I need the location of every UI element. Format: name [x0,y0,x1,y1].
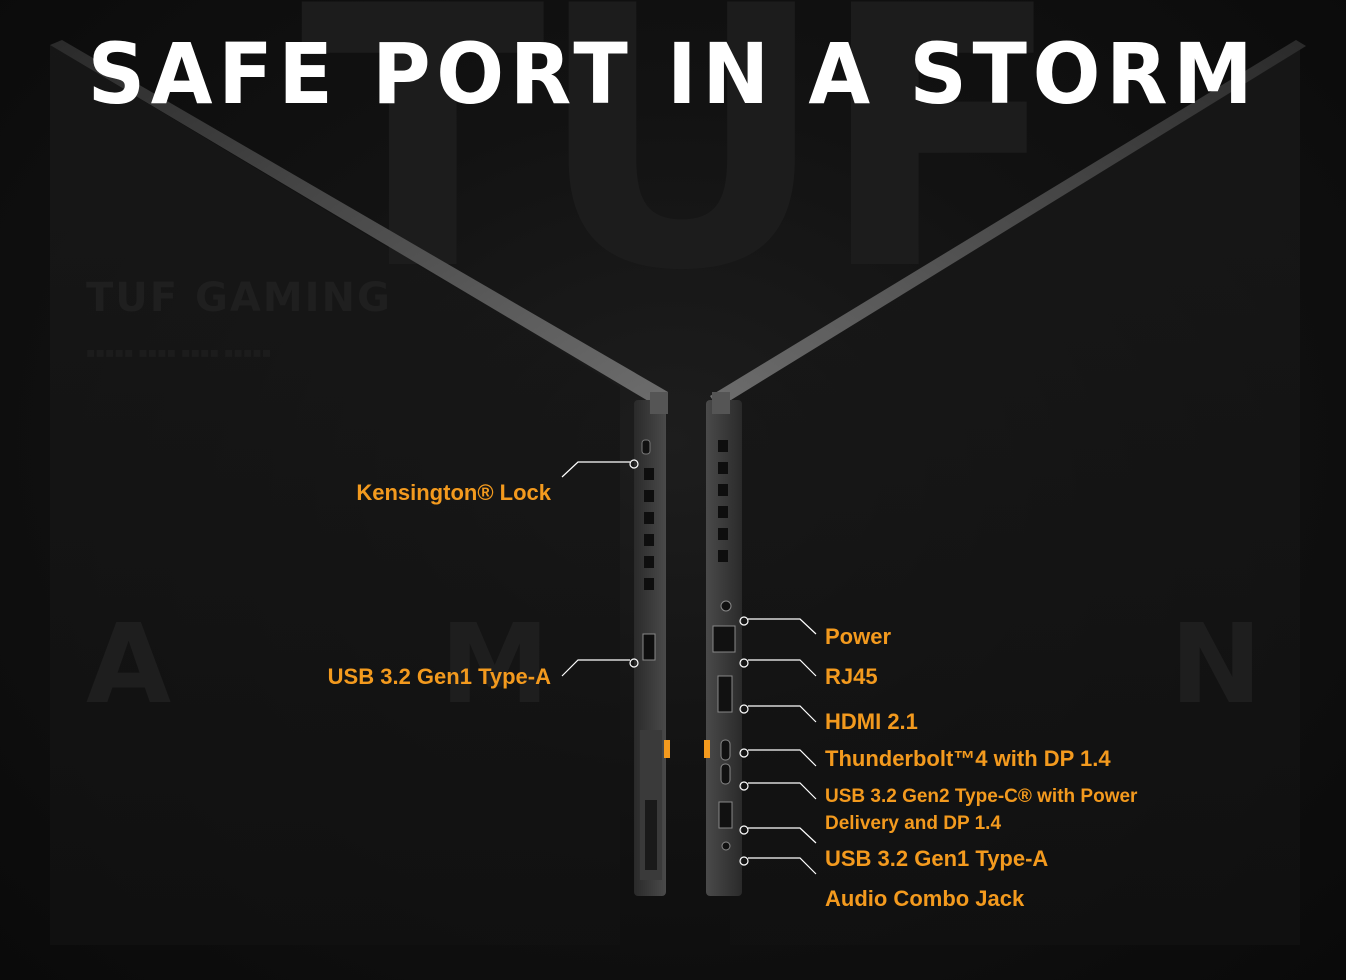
port-label-kensington-lock: Kensington® Lock [356,480,551,505]
port-label-audio-jack: Audio Combo Jack [825,886,1025,911]
right-laptop-body [704,392,742,896]
background-brand-logo: TUF GAMING [86,275,392,321]
port-label-usb-a-left: USB 3.2 Gen1 Type-A [327,664,551,689]
background-letter: A [86,600,172,728]
background-letter: N [1170,600,1263,728]
left-laptop-lid [50,40,668,408]
background-brand-subtext: ▪▪▪▪▪ ▪▪▪▪ ▪▪▪▪ ▪▪▪▪▪ [86,345,272,361]
port-label-thunderbolt: Thunderbolt™4 with DP 1.4 [825,746,1111,771]
port-label-hdmi: HDMI 2.1 [825,709,918,734]
right-laptop-lid [710,40,1306,408]
port-label-power: Power [825,624,892,649]
left-laptop-body [634,392,670,896]
background-letter: M [440,600,550,728]
port-label-usb-a-right: USB 3.2 Gen1 Type-A [825,846,1049,871]
page-title: SAFE PORT IN A STORM [87,25,1259,123]
port-label-usb-c: USB 3.2 Gen2 Type-C® with Power Delivery… [825,786,1138,834]
port-label-rj45: RJ45 [825,664,878,689]
